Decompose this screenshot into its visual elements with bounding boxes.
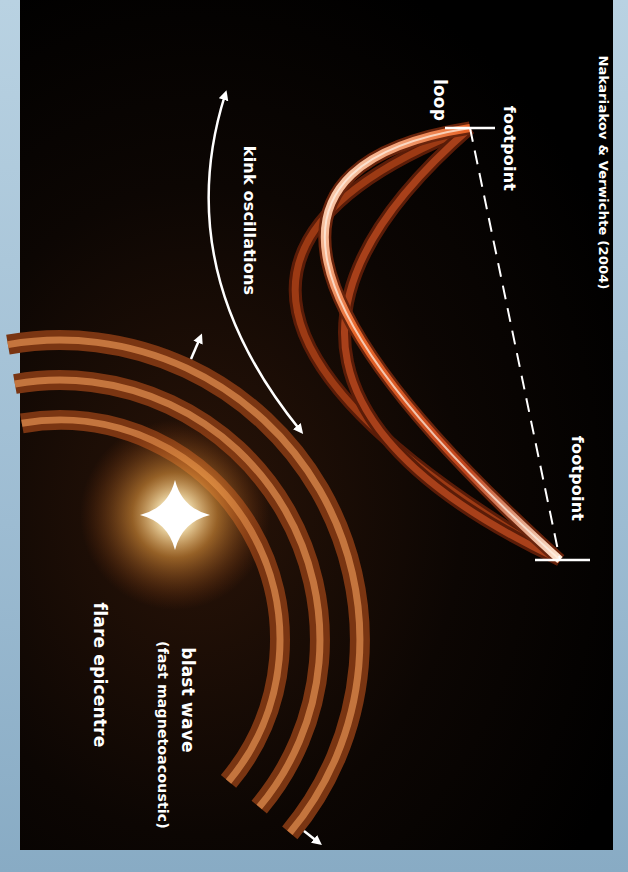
part-label: flare epicentre bbox=[90, 603, 110, 748]
flare-glow bbox=[80, 420, 270, 610]
baseline-dashed bbox=[470, 128, 560, 560]
wave-arrow bbox=[304, 831, 318, 842]
part-label: loop bbox=[430, 79, 450, 121]
part-label: footpoint bbox=[569, 435, 588, 520]
footpoint-tick bbox=[445, 127, 495, 130]
oscillation-arrow bbox=[209, 95, 300, 430]
part-label: kink oscillations bbox=[240, 145, 259, 294]
credit-text: Nakariakov & Verwichte (2004) bbox=[595, 55, 610, 289]
wave-arrow bbox=[191, 338, 200, 359]
part-label: footpoint bbox=[501, 105, 520, 190]
footpoint-tick bbox=[535, 559, 590, 562]
part-label: blast wave bbox=[178, 647, 198, 752]
blast-wave-arcs bbox=[8, 340, 360, 833]
coronal-loops bbox=[295, 128, 560, 560]
part-label: (fast magnetoacoustic) bbox=[155, 641, 171, 829]
flare-star bbox=[140, 480, 210, 550]
